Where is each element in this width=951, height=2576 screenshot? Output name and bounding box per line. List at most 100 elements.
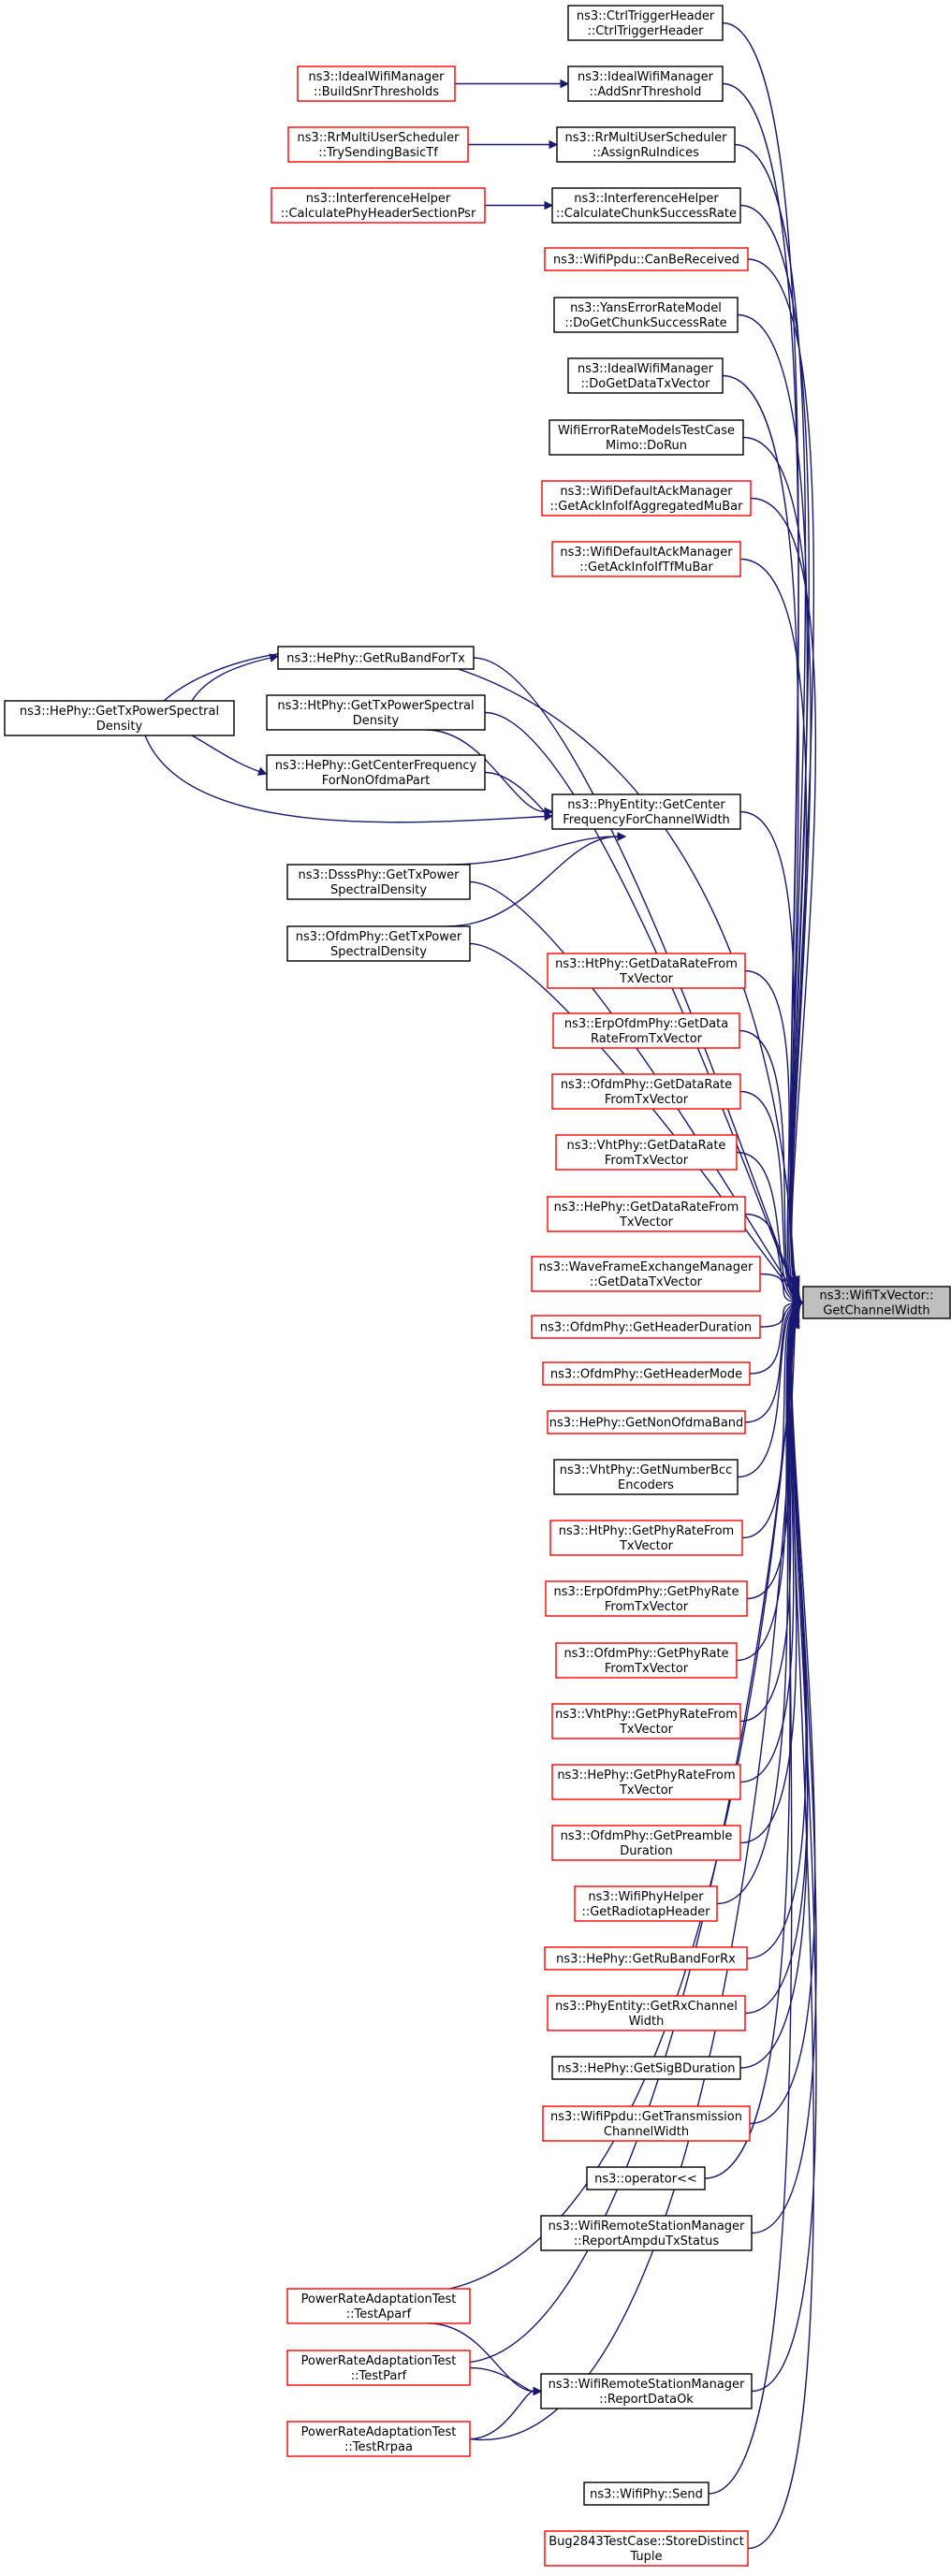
edge-vhtdatarate-to-target — [736, 1151, 797, 1301]
node-transwidth[interactable]: ns3::WifiPpdu::GetTransmissionChannelWid… — [542, 2105, 751, 2142]
edge-hedatarate-to-target — [744, 1213, 797, 1302]
node-acktf[interactable]: ns3::WifiDefaultAckManager::GetAckInfoIf… — [551, 541, 741, 577]
node-label-line: PowerRateAdaptationTest — [301, 2292, 457, 2307]
node-box — [552, 1012, 740, 1049]
node-label-line: ns3::WifiPhyHelper — [588, 1890, 704, 1904]
node-box — [547, 1196, 746, 1232]
node-herubandrx[interactable]: ns3::HePhy::GetRuBandForRx — [544, 1946, 748, 1971]
node-label-line: Encoders — [618, 1478, 674, 1492]
node-label-line: ns3::operator<< — [594, 2173, 697, 2187]
node-label-line: FromTxVector — [605, 1600, 689, 1614]
node-box — [531, 1315, 761, 1339]
node-calcphyhdr[interactable]: ns3::InterferenceHelper::CalculatePhyHea… — [271, 187, 486, 224]
node-box — [553, 297, 739, 333]
node-operator[interactable]: ns3::operator<< — [586, 2166, 706, 2190]
node-canbereceived[interactable]: ns3::WifiPpdu::CanBeReceived — [544, 247, 749, 271]
node-heruband[interactable]: ns3::HePhy::GetRuBandForTx — [277, 646, 475, 670]
node-label-line: ns3::WaveFrameExchangeManager — [539, 1260, 753, 1274]
node-label-line: ::GetAckInfoIfTfMuBar — [579, 560, 713, 575]
node-box — [567, 65, 724, 102]
node-label-line: ns3::WifiPpdu::GetTransmission — [550, 2110, 742, 2124]
node-label-line: ns3::RrMultiUserScheduler — [565, 131, 728, 145]
node-label-line: PowerRateAdaptationTest — [301, 2354, 457, 2368]
node-box — [586, 2166, 706, 2190]
node-label-line: FromTxVector — [605, 1662, 689, 1676]
node-label-line: ns3::HePhy::GetTxPowerSpectral — [20, 705, 219, 719]
node-box — [549, 1520, 743, 1556]
node-label-line: ns3::InterferenceHelper — [574, 192, 719, 206]
node-sigb[interactable]: ns3::HePhy::GetSigBDuration — [551, 2056, 741, 2080]
node-label-line: ns3::WifiRemoteStationManager — [549, 2219, 745, 2234]
node-ampdu[interactable]: ns3::WifiRemoteStationManager::ReportAmp… — [540, 2215, 753, 2251]
node-box — [547, 1995, 746, 2031]
node-testrrpaa[interactable]: PowerRateAdaptationTest::TestRrpaa — [286, 2421, 471, 2457]
node-idealdata[interactable]: ns3::IdealWifiManager::DoGetDataTxVector — [567, 357, 724, 394]
node-box — [286, 2350, 471, 2386]
node-label-line: ::CalculateChunkSuccessRate — [556, 207, 737, 221]
node-trysending[interactable]: ns3::RrMultiUserScheduler::TrySendingBas… — [287, 126, 469, 163]
node-label-line: TxVector — [619, 1783, 674, 1797]
node-label-line: ns3::InterferenceHelper — [306, 192, 451, 206]
node-label-line: ns3::OfdmPhy::GetHeaderDuration — [540, 1321, 752, 1335]
node-henonofdma[interactable]: ns3::HePhy::GetNonOfdmaBand — [547, 1410, 746, 1434]
node-box — [551, 541, 741, 577]
node-radiotap[interactable]: ns3::WifiPhyHelper::GetRadiotapHeader — [574, 1885, 718, 1922]
node-box — [540, 2215, 753, 2251]
node-calcchunk[interactable]: ns3::InterferenceHelper::CalculateChunkS… — [551, 187, 741, 224]
node-label-line: ::CalculatePhyHeaderSectionPsr — [281, 207, 476, 221]
node-yans[interactable]: ns3::YansErrorRateModel::DoGetChunkSucce… — [553, 297, 739, 333]
arrowhead-testrrpaa-to-reportdataok — [533, 2386, 543, 2396]
node-label-line: ns3::OfdmPhy::GetDataRate — [561, 1078, 732, 1092]
edge-idealdata-to-target — [722, 374, 799, 1285]
node-ackaggr[interactable]: ns3::WifiDefaultAckManager::GetAckInfoIf… — [541, 480, 752, 517]
node-label-line: ns3::WifiTxVector:: — [819, 1289, 933, 1303]
node-buildsnr[interactable]: ns3::IdealWifiManager::BuildSnrThreshold… — [297, 65, 456, 102]
node-label-line: ns3::OfdmPhy::GetTxPower — [296, 930, 462, 944]
arrowhead-testrrpaa-to-target — [791, 1298, 800, 1308]
node-label-line: ns3::WifiDefaultAckManager — [560, 485, 733, 499]
node-testaparf[interactable]: PowerRateAdaptationTest::TestAparf — [286, 2288, 471, 2324]
target-node[interactable]: ns3::WifiTxVector::GetChannelWidth — [802, 1286, 951, 1319]
node-box — [555, 1134, 738, 1171]
node-label-line: ::TestRrpaa — [344, 2440, 413, 2454]
node-label-line: ns3::ErpOfdmPhy::GetData — [564, 1017, 728, 1031]
node-label-line: ns3::HePhy::GetCenterFrequency — [275, 759, 477, 773]
node-phyentity[interactable]: ns3::PhyEntity::GetCenterFrequencyForCha… — [551, 793, 741, 830]
edge-dssspsd-to-phyentity — [446, 836, 619, 866]
node-wave[interactable]: ns3::WaveFrameExchangeManager::GetDataTx… — [531, 1256, 761, 1292]
node-addsnr[interactable]: ns3::IdealWifiManager::AddSnrThreshold — [567, 65, 724, 102]
node-label-line: SpectralDensity — [330, 945, 427, 959]
node-testparf[interactable]: PowerRateAdaptationTest::TestParf — [286, 2350, 471, 2386]
node-send[interactable]: ns3::WifiPhy::Send — [583, 2481, 710, 2506]
node-label-line: ns3::HtPhy::GetTxPowerSpectral — [277, 699, 474, 713]
node-box — [553, 1459, 739, 1495]
node-label-line: Tuple — [629, 2550, 662, 2564]
node-ofdmhdrmode[interactable]: ns3::OfdmPhy::GetHeaderMode — [542, 1361, 751, 1386]
node-assignru[interactable]: ns3::RrMultiUserScheduler::AssignRuIndic… — [556, 126, 736, 163]
node-reportdataok[interactable]: ns3::WifiRemoteStationManager::ReportDat… — [540, 2373, 753, 2409]
node-ofdmhdrdur[interactable]: ns3::OfdmPhy::GetHeaderDuration — [531, 1315, 761, 1339]
node-hecenter[interactable]: ns3::HePhy::GetCenterFrequencyForNonOfdm… — [266, 754, 486, 791]
node-ctrltrigger[interactable]: ns3::CtrlTriggerHeader::CtrlTriggerHeade… — [567, 5, 724, 41]
nodes-layer: ns3::CtrlTriggerHeader::CtrlTriggerHeade… — [4, 5, 951, 2567]
